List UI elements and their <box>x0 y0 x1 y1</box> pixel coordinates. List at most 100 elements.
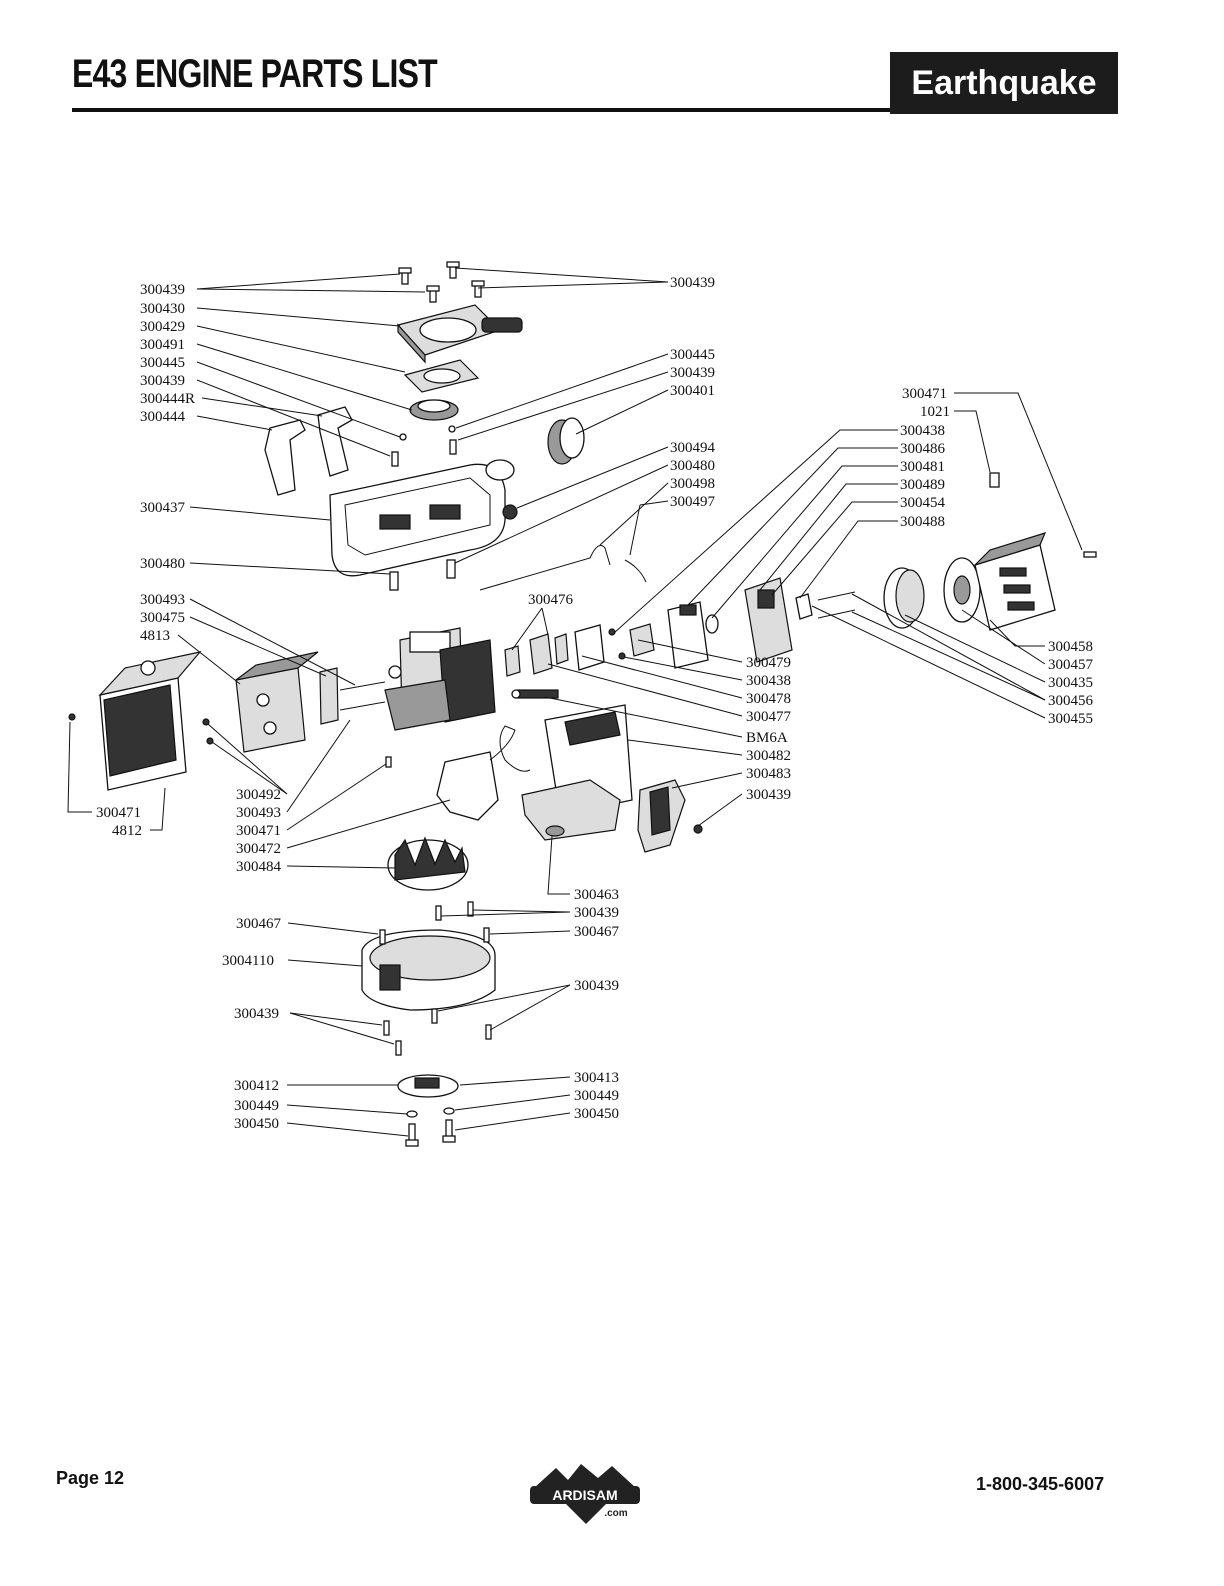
air-filter-plate <box>943 557 981 623</box>
callout: BM6A <box>746 730 788 746</box>
switch <box>989 472 1000 488</box>
grommet <box>502 504 518 520</box>
callout: 300479 <box>746 655 791 671</box>
callout: 300439 <box>574 905 619 921</box>
callout: 300475 <box>140 610 185 626</box>
choke-lever <box>795 593 813 620</box>
o-ring <box>705 614 719 634</box>
page-number: Page 12 <box>56 1468 125 1488</box>
callout: 300472 <box>236 841 281 857</box>
callout: 300435 <box>1048 675 1093 691</box>
callout: 300439 <box>670 365 715 381</box>
carb-gasket <box>629 623 655 657</box>
callout: 300488 <box>900 514 945 530</box>
carburetor <box>667 601 709 669</box>
ardisam-logo: ARDISAM .com <box>530 1464 640 1524</box>
page-title: E43 ENGINE PARTS LIST <box>72 52 438 96</box>
callout: 300494 <box>670 440 716 456</box>
callout: 300450 <box>574 1106 619 1122</box>
callout: 300456 <box>1048 693 1094 709</box>
callout: 300454 <box>900 495 946 511</box>
callout: 300492 <box>236 787 281 803</box>
clutch <box>397 1074 459 1098</box>
callout: 300478 <box>746 691 791 707</box>
callout: 300439 <box>140 282 185 298</box>
callout: 300439 <box>670 275 715 291</box>
callout: 300471 <box>96 805 141 821</box>
tank-strap-left <box>264 419 306 496</box>
spark-plug <box>511 689 559 699</box>
callout: 300467 <box>574 924 620 940</box>
muffler-cover <box>98 651 202 791</box>
callout: 300471 <box>236 823 281 839</box>
callout: 1021 <box>920 404 950 420</box>
callout: 300480 <box>140 556 185 572</box>
callout: 300439 <box>574 978 619 994</box>
callout: 300477 <box>746 709 792 725</box>
callout: 300467 <box>236 916 282 932</box>
handle-bracket <box>637 779 686 853</box>
air-filter-element <box>883 567 925 629</box>
callout: 300413 <box>574 1070 619 1086</box>
flywheel <box>387 836 469 891</box>
callout: 300476 <box>528 592 574 608</box>
callout: 300439 <box>140 373 185 389</box>
callout: 300449 <box>234 1098 279 1114</box>
callout: 300458 <box>1048 639 1093 655</box>
callout: 300437 <box>140 500 186 516</box>
logo-subtext: .com <box>604 1508 627 1519</box>
callout: 300438 <box>746 673 791 689</box>
intake-gasket-2 <box>529 633 553 675</box>
callout: 300457 <box>1048 657 1094 673</box>
callout: 4813 <box>140 628 170 644</box>
leader-lines <box>67 267 1083 1137</box>
callout: 300412 <box>234 1078 279 1094</box>
brand-logo: Earthquake <box>890 52 1118 114</box>
ignition-coil <box>436 725 531 821</box>
callout: 300445 <box>140 355 185 371</box>
callout: 300455 <box>1048 711 1093 727</box>
callout: 300429 <box>140 319 185 335</box>
callout: 4812 <box>112 823 142 839</box>
tank-strap-right <box>317 406 353 477</box>
phone-number: 1-800-345-6007 <box>976 1474 1105 1494</box>
callout: 300497 <box>670 494 716 510</box>
callout: 300445 <box>670 347 715 363</box>
callout: 300444 <box>140 409 186 425</box>
callout: 300401 <box>670 383 715 399</box>
fuel-line-long <box>479 545 611 591</box>
callout-labels: 300439 300439 300430 300429 300491 30044… <box>96 275 1094 1132</box>
callout: 300463 <box>574 887 619 903</box>
muffler-gasket <box>319 667 339 725</box>
fan-housing <box>361 929 496 1011</box>
callout: 300498 <box>670 476 715 492</box>
callout: 300481 <box>900 459 945 475</box>
callout: 300493 <box>140 592 185 608</box>
callout: 300482 <box>746 748 791 764</box>
cylinder-shroud <box>521 704 633 841</box>
callout: 300450 <box>234 1116 279 1132</box>
muffler-body <box>235 651 319 753</box>
callout: 300484 <box>236 859 282 875</box>
callout: 300439 <box>746 787 791 803</box>
carb-adapter <box>574 624 605 671</box>
callout: 300493 <box>236 805 281 821</box>
callout: 300449 <box>574 1088 619 1104</box>
callout: 300483 <box>746 766 791 782</box>
intake-gasket-1 <box>504 645 521 677</box>
title-rule <box>72 108 890 112</box>
callout: 3004110 <box>222 953 274 969</box>
top-screws <box>398 261 485 303</box>
callout: 300430 <box>140 301 185 317</box>
callout: 300439 <box>234 1006 279 1022</box>
callout: 300489 <box>900 477 945 493</box>
logo-text: ARDISAM <box>552 1487 617 1503</box>
callout: 300438 <box>900 423 945 439</box>
callout: 300480 <box>670 458 715 474</box>
fuel-cap <box>547 417 585 465</box>
callout: 300471 <box>902 386 947 402</box>
callout: 300491 <box>140 337 185 353</box>
fuel-line-short <box>624 559 647 583</box>
